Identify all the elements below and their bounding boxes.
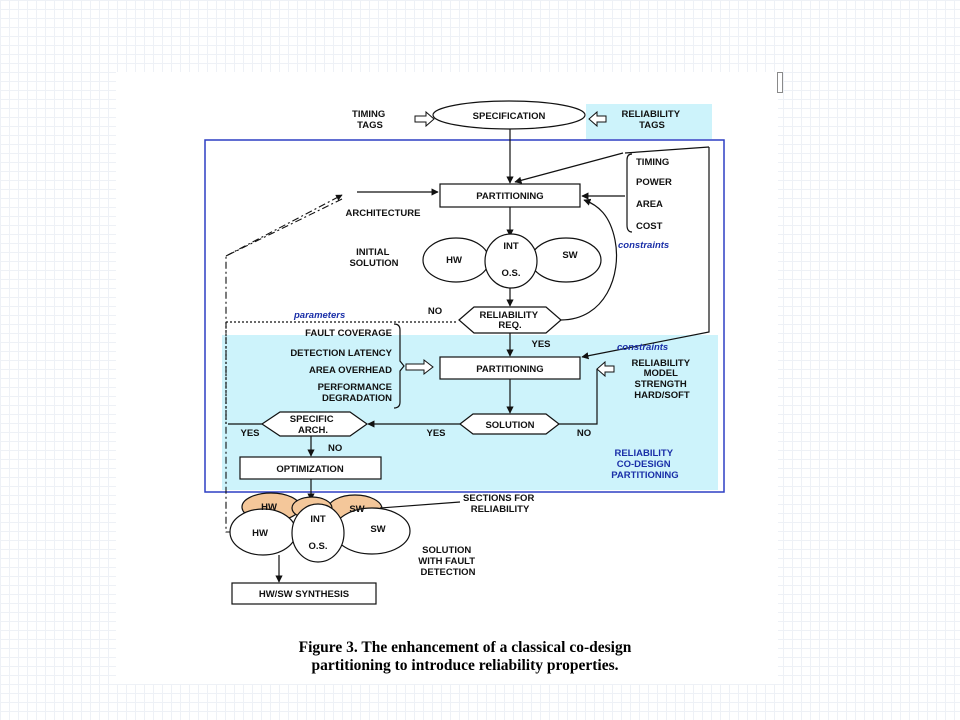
partitioning-mid-label: PARTITIONING [476, 364, 543, 375]
constraint-timing: TIMING [636, 157, 669, 168]
param-degradation: DEGRADATION [322, 393, 392, 404]
yes-right-label: YES [426, 428, 445, 439]
slide-corner-marker [777, 72, 783, 93]
reliability-tags-region [586, 104, 712, 139]
req-no-feedback-arrow [560, 198, 618, 321]
parameters-label: parameters [293, 310, 345, 321]
cluster-bottom-hw-orange-label: HW [261, 502, 277, 513]
constraints-label-top: constraints [618, 240, 669, 251]
solution-fault-label: SOLUTION WITH FAULT DETECTION [418, 545, 477, 578]
feedback-to-partition-top [514, 152, 624, 184]
no-below-label: NO [328, 443, 342, 454]
architecture-label: ARCHITECTURE [346, 208, 421, 219]
param-area-overhead: AREA OVERHEAD [309, 365, 392, 376]
parameters-input-arrow [405, 358, 434, 376]
param-performance: PERFORMANCE [318, 382, 392, 393]
cluster-top-sw: SW [562, 250, 577, 261]
solution-label: SOLUTION [485, 420, 534, 431]
initial-solution-label: INITIAL SOLUTION [349, 247, 398, 269]
reliability-req-label: RELIABILITY REQ. [479, 310, 540, 331]
synthesis-box [231, 582, 377, 605]
constraints-bracket [626, 153, 633, 233]
reliability-constraints-arrow [596, 360, 615, 378]
cluster-top-int: INT [503, 241, 519, 252]
solution-no-line [559, 369, 598, 425]
cluster-top-os: O.S. [501, 268, 520, 279]
reliability-input-arrow [588, 110, 607, 128]
sections-pointer [379, 501, 461, 509]
no-top-label: NO [428, 306, 442, 317]
specific-arch-decision [260, 411, 369, 437]
cluster-bottom-hw: HW [252, 528, 268, 539]
cluster-bottom-os: O.S. [308, 541, 327, 552]
cluster-bottom-sw: SW [370, 524, 385, 535]
constraints-to-partition-mid [581, 147, 710, 360]
cluster-top-hw: HW [446, 255, 462, 266]
partitioning-top-label: PARTITIONING [476, 191, 543, 202]
timing-input-arrow [414, 110, 435, 128]
reliability-tags-label: RELIABILITY TAGS [621, 109, 682, 131]
optimization-label: OPTIMIZATION [276, 464, 344, 475]
parameters-bracket [393, 323, 405, 409]
constraints-top-link [624, 146, 710, 154]
specification-ellipse [432, 100, 586, 130]
param-fault-coverage: FAULT COVERAGE [305, 328, 392, 339]
region-label: RELIABILITY CO-DESIGN PARTITIONING [611, 448, 678, 481]
constraint-cost: COST [636, 221, 663, 232]
sections-label: SECTIONS FOR RELIABILITY [463, 493, 537, 515]
cluster-bottom-sw-orange-label: SW [349, 504, 364, 515]
specification-label: SPECIFICATION [473, 111, 546, 122]
constraints-label-mid: constraints [617, 342, 668, 353]
yes-left-label: YES [240, 428, 259, 439]
architecture-feedback-head [225, 194, 343, 257]
figure-caption-line-1: Figure 3. The enhancement of a classical… [299, 639, 632, 656]
param-detection-latency: DETECTION LATENCY [290, 348, 392, 359]
synthesis-label: HW/SW SYNTHESIS [259, 589, 349, 600]
cluster-bottom-int: INT [310, 514, 326, 525]
yes-mid-label: YES [531, 339, 550, 350]
timing-tags-label: TIMING TAGS [352, 109, 388, 131]
co-design-frame [204, 139, 725, 493]
constraint-area: AREA [636, 199, 663, 210]
specific-arch-label: SPECIFIC ARCH. [290, 414, 336, 436]
figure-caption-line-2: partitioning to introduce reliability pr… [312, 657, 619, 674]
no-right-label: NO [577, 428, 591, 439]
reliability-constraints-label: RELIABILITY MODEL STRENGTH HARD/SOFT [631, 358, 692, 401]
cluster-top-int-ellipse [484, 233, 538, 289]
constraint-power: POWER [636, 177, 672, 188]
cluster-bottom-int-ellipse [291, 503, 345, 563]
